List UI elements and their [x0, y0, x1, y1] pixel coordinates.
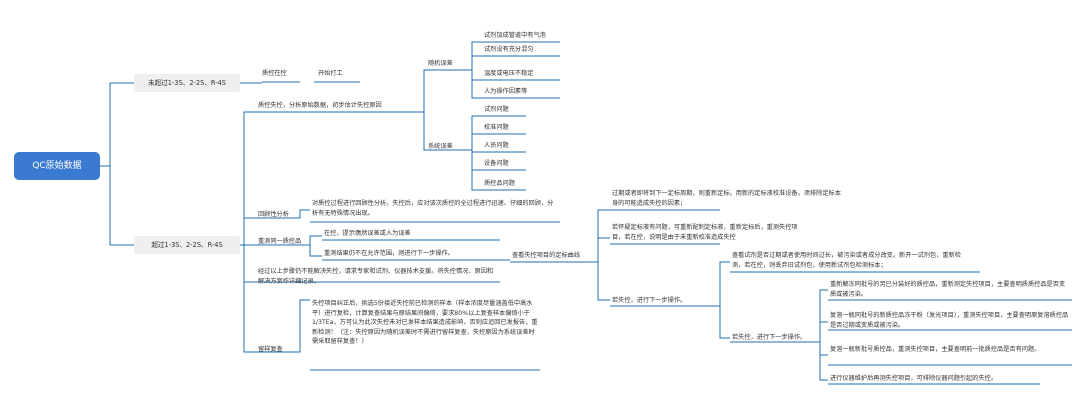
expert-support[interactable]: 经过以上步骤仍不能解决失控，请求专家和试剂、仪器技术支援。将失控情况、原因和解决…	[258, 268, 494, 285]
random-error-item[interactable]: 温度或电压不稳定	[484, 70, 534, 77]
branch-not-exceeded[interactable]: 未超过1-3S、2-2S、R-4S	[134, 74, 240, 92]
reagent-still-out[interactable]: 若失控，进行下一步操作。	[732, 334, 807, 341]
reagent-check[interactable]: 查看试剂是否过期或者使用时间过长，被污染或者成分改变。新开一试剂包，重新检测，若…	[732, 252, 961, 269]
retrospective-label[interactable]: 回顾性分析	[258, 211, 289, 218]
systematic-error-item[interactable]: 质控品问题	[484, 180, 515, 187]
sample-review-label[interactable]: 留样复查	[258, 346, 283, 353]
systematic-error-item[interactable]: 设备问题	[484, 160, 509, 167]
retest-in-control[interactable]: 在控，提示偶然误差或人为误差	[324, 230, 411, 237]
systematic-error-item[interactable]: 人员问题	[484, 142, 509, 149]
reagent-step[interactable]: 复溶一瓶新批号质控品，重测失控项目，主要查明前一批质控品是否有问题。	[830, 346, 1041, 353]
systematic-error-item[interactable]: 试剂问题	[484, 106, 509, 113]
random-error-item[interactable]: 人为操作因素等	[484, 88, 528, 95]
random-error-item[interactable]: 试剂加成管道中有气泡	[484, 32, 546, 39]
systematic-error-item[interactable]: 校准问题	[484, 124, 509, 131]
calibration-expired[interactable]: 过期或者即将到下一定标周期，则重新定标。用新的定标液校准设备，须排除定标本身的可…	[612, 190, 841, 207]
root-node[interactable]: QC原始数据	[14, 152, 100, 180]
systematic-error-label[interactable]: 系统误差	[428, 143, 453, 150]
calibration-still-out[interactable]: 若失控，进行下一步操作。	[612, 297, 687, 304]
out-of-control-title[interactable]: 质控失控，分析原始数据，初步估计失控原因	[258, 102, 382, 109]
retest-still-out[interactable]: 重测结果仍不在允许范围，则进行下一步操作。	[324, 250, 454, 257]
calibration-recal[interactable]: 若怀疑定标液有问题，可重新配制定标液，重新定标后，重测失控项目，若在控，说明是由…	[612, 224, 798, 241]
reagent-step[interactable]: 重新解冻同批号的另已分装好的质控品，重新测定失控项目，主要查明质质控品是否变质或…	[830, 281, 1066, 298]
random-error-item[interactable]: 试剂没有充分混匀	[484, 46, 534, 53]
reagent-step[interactable]: 进行仪器维护后再测失控项目，可排除仪器问题引起的失控。	[830, 375, 998, 382]
retrospective-text[interactable]: 对质控过程进行回顾性分析。失控后，应对该次质控的全过程进行迅速、仔细的回顾，分析…	[312, 200, 554, 217]
sample-review-text[interactable]: 失控项目纠正后，挑选5份接近失控前已检测的样本（样本浓度尽量涵盖低中高水平）进行…	[312, 300, 538, 345]
start-work-node[interactable]: 开始打工	[318, 70, 343, 77]
calibration-label[interactable]: 查看失控项目的定标曲线	[512, 252, 581, 259]
retest-label[interactable]: 重测同一质控品	[258, 238, 302, 245]
random-error-label[interactable]: 随机误差	[428, 60, 453, 67]
qc-in-control-node[interactable]: 质控在控	[262, 70, 287, 77]
reagent-step[interactable]: 复溶一瓶同批号的新质控品冻干粉（发光项目），重测失控项目，主要查明原复溶质控品是…	[830, 312, 1069, 329]
branch-exceeded[interactable]: 超过1-3S、2-2S、R-4S	[134, 236, 240, 254]
